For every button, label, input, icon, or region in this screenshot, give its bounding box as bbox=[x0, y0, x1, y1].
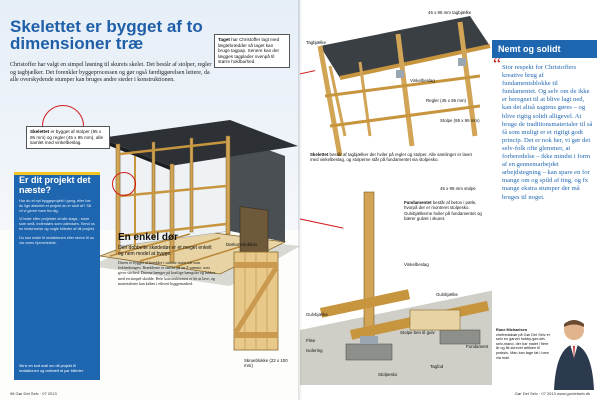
expert-quote: “ Stor respekt for Christoffers kreative… bbox=[492, 54, 597, 202]
highlight-circle-post bbox=[112, 172, 136, 196]
label-bracket: Vinkelbeslag bbox=[410, 78, 435, 83]
label-rails: Regler (45 x 95 mm) bbox=[426, 98, 467, 103]
expert-portrait bbox=[554, 320, 594, 390]
callout-roof: Taget har Christoffer lagt med lægtebræd… bbox=[214, 34, 290, 68]
note-skeleton: Skelettet består af tagbjælker der hvile… bbox=[310, 152, 480, 163]
right-folio: Gør Det Selv · 07 2013 www.gordetselv.dk bbox=[514, 391, 590, 396]
right-page: 45 x 95 mm tagbjælke Tagbjælke Vinkelbes… bbox=[300, 0, 600, 400]
expert-bio: Rune Michaelsen chefredaktør på Gør Det … bbox=[496, 328, 552, 360]
label-rafter: Tagbjælke bbox=[306, 40, 327, 45]
door-label-construction: Dørkonstruktion bbox=[226, 242, 257, 247]
callout-roof-bold: Taget bbox=[218, 37, 230, 42]
label-tile: Flise bbox=[306, 338, 316, 343]
label-floor-joist: Gulvbjælke bbox=[436, 292, 458, 297]
foundation-illustration bbox=[300, 191, 495, 385]
label-post-shoe: Stolpesko bbox=[378, 372, 398, 377]
expert-name: Rune Michaelsen bbox=[496, 328, 528, 332]
callout-roof-text: har Christoffer lagt med lægtebrædder så… bbox=[218, 37, 280, 65]
expert-sidebar-heading: Nemt og solidt bbox=[492, 40, 597, 58]
note-foundation: Fundamentet består af beton i pæle, hvor… bbox=[404, 200, 488, 222]
door-lead: Den dobbelte skødedør er et meget enkelt… bbox=[118, 245, 212, 257]
expert-quote-text: Stor respekt for Christoffers kreative b… bbox=[502, 64, 593, 201]
label-bracket-2: Vinkelbeslag bbox=[404, 262, 429, 267]
callout-skeleton: Skelettet er bygget af stolper (95 x 95 … bbox=[26, 126, 110, 149]
expert-sidebar: Nemt og solidt “ Stor respekt for Christ… bbox=[492, 40, 597, 390]
sidebar-footer: Skriv en kort mail om dit projekt til re… bbox=[19, 364, 84, 374]
quote-mark-icon: “ bbox=[493, 54, 501, 74]
sidebar-heading: Er dit projekt det næste? bbox=[19, 175, 91, 195]
roof-frame-illustration bbox=[317, 16, 491, 156]
door-heading: En enkel dør bbox=[118, 232, 179, 243]
door-section: En enkel dør Den dobbelte skødedør er et… bbox=[118, 232, 294, 368]
shed-illustration bbox=[90, 120, 300, 286]
sidebar-accent-bar bbox=[14, 172, 100, 175]
project-sidebar: Er dit projekt det næste? Har du et nyt … bbox=[14, 172, 100, 380]
label-post: Stolpe (95 x 95 mm) bbox=[440, 118, 480, 123]
left-page: Skelettet er bygget af to dimensioner tr… bbox=[0, 0, 300, 396]
label-insulation: Isolering bbox=[306, 348, 323, 353]
article-title: Skelettet er bygget af to dimensioner tr… bbox=[10, 17, 203, 53]
sidebar-paragraph-1: Har du et nyt byggeprojekt i gang, eller… bbox=[19, 199, 91, 213]
sidebar-paragraph-2: Vi leder efter projekter af alle slags -… bbox=[19, 217, 95, 231]
note-skeleton-text: består af tagbjælker der hviler på regle… bbox=[310, 152, 472, 163]
callout-skeleton-text: er bygget af stolper (95 x 95 mm) og reg… bbox=[30, 129, 104, 146]
door-label-blocks: Skrueblokke (22 x 100 mm) bbox=[244, 358, 288, 368]
expert-bio-text: chefredaktør på Gør Det Selv er selv en … bbox=[496, 332, 551, 360]
page-gutter bbox=[298, 0, 302, 400]
label-rafter-top: 45 x 95 mm tagbjælke bbox=[428, 10, 472, 15]
label-floor-joist-2: Gulvbjælke bbox=[306, 312, 328, 317]
door-body: Døren er bygget af brædder i samme mater… bbox=[118, 260, 216, 286]
note-skeleton-bold: Skelettet bbox=[310, 152, 329, 157]
label-foundation: Fundament bbox=[466, 344, 489, 349]
callout-skeleton-bold: Skelettet bbox=[30, 129, 50, 134]
intro-text: Christoffer har valgt en simpel løsning … bbox=[10, 62, 212, 83]
left-folio: 98 Gør Det Selv · 07 2013 bbox=[10, 391, 57, 396]
sidebar-paragraph-3: Du kan maile til redaktionen eller skriv… bbox=[19, 235, 94, 245]
label-eave: Tagfod bbox=[430, 364, 444, 369]
note-foundation-text: består af beton i pæle, hvorpå der er mo… bbox=[404, 200, 482, 222]
label-post-leg: Stolpe ben til gulv bbox=[400, 330, 435, 335]
note-foundation-bold: Fundamentet bbox=[404, 200, 432, 205]
door-illustration bbox=[233, 251, 279, 351]
label-post-bottom: 45 x 95 mm stolpe bbox=[440, 186, 476, 191]
